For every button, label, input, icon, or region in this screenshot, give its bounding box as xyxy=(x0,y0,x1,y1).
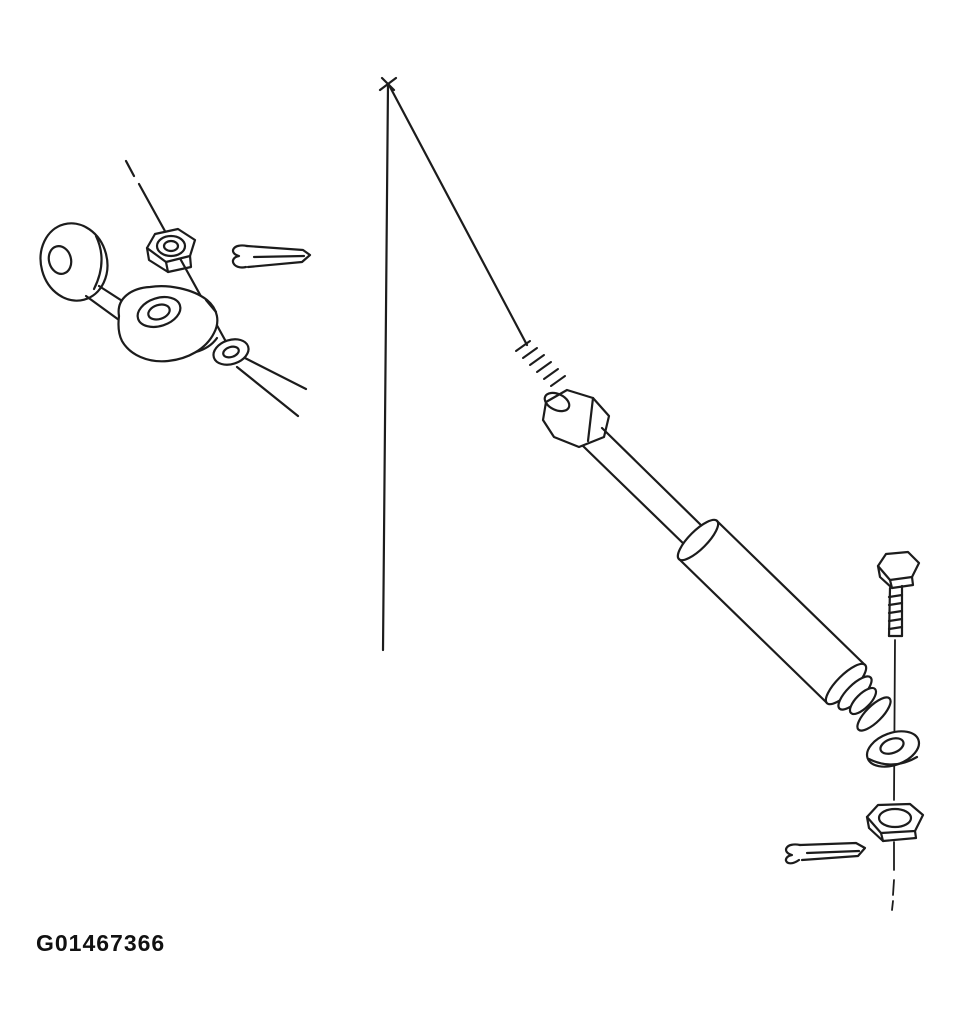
bushing-grommet xyxy=(865,730,921,768)
damper-body xyxy=(676,518,867,705)
bolt-centerline xyxy=(891,639,896,911)
pointer-lines xyxy=(378,76,529,652)
damper-rod xyxy=(581,426,708,550)
figure-code-label: G01467366 xyxy=(36,930,166,956)
clevis-bracket xyxy=(117,285,219,363)
mounting-bolt xyxy=(876,550,921,638)
end-cap-rings xyxy=(824,662,892,732)
hex-nut-upper xyxy=(145,227,197,274)
stud-washer xyxy=(212,338,250,366)
hex-collar xyxy=(541,388,611,449)
cotter-pin-upper xyxy=(231,244,312,269)
threaded-stud xyxy=(515,340,566,387)
eye-end-link xyxy=(39,222,132,322)
hex-nut-lower xyxy=(865,802,925,843)
cotter-pin-lower xyxy=(784,841,867,865)
